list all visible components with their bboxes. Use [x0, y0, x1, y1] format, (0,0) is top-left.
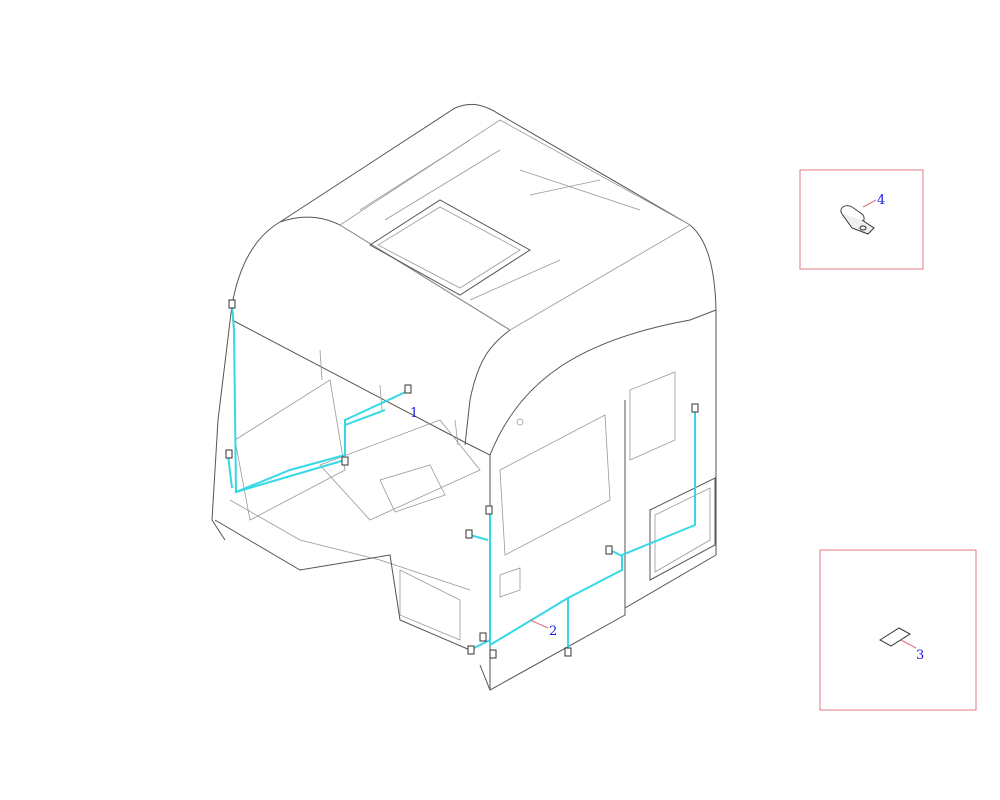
wire-harness-2	[465, 403, 699, 659]
callout-2: 2	[549, 624, 557, 639]
pad-icon	[879, 627, 911, 647]
leader-line-3	[900, 639, 917, 649]
leader-line-2	[529, 619, 549, 629]
wire-harness-1	[225, 299, 412, 494]
cab-body	[211, 103, 717, 691]
detail-box-clamp	[799, 169, 924, 270]
callout-1: 1	[410, 406, 418, 421]
leader-line-4	[862, 199, 877, 208]
detail-box-pad	[819, 549, 977, 711]
callout-4: 4	[877, 193, 885, 208]
p-clamp-icon	[840, 205, 875, 235]
callout-3: 3	[916, 648, 924, 663]
